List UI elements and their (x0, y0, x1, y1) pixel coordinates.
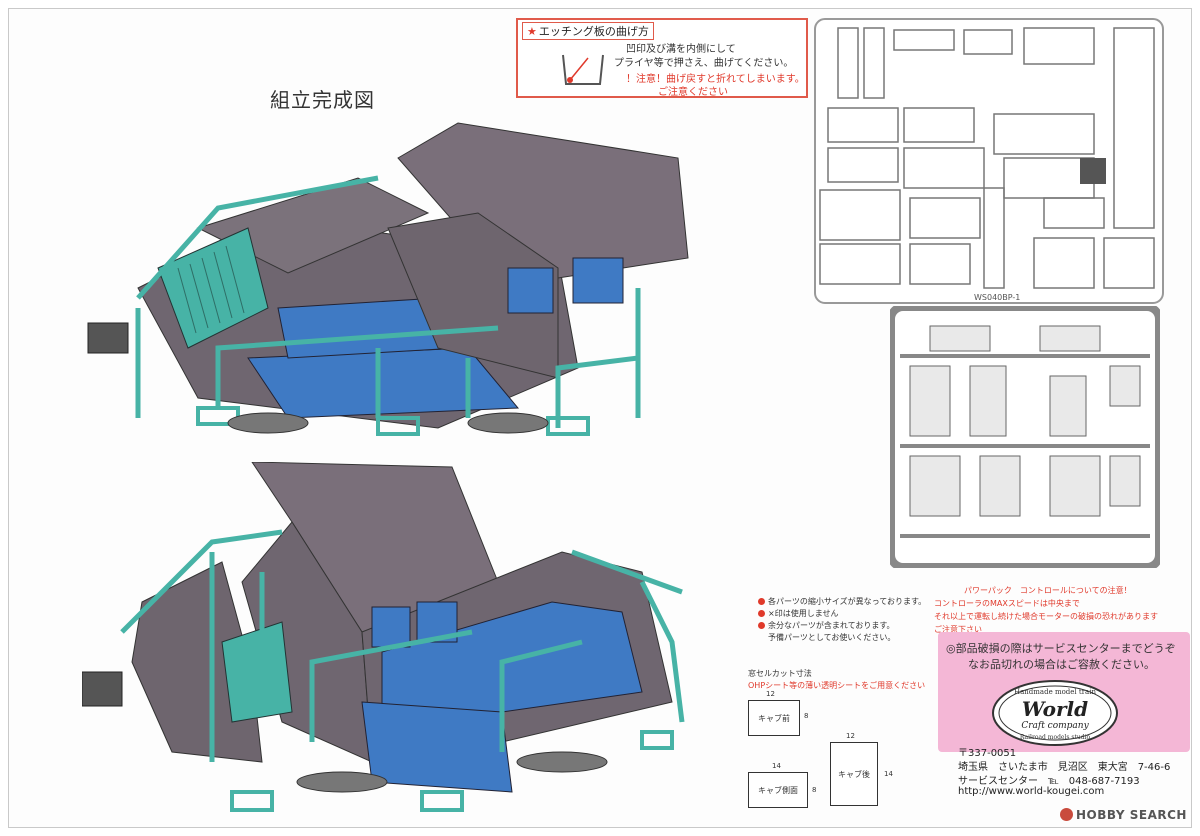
world-craft-logo: Handmade model train World Craft company… (992, 680, 1118, 746)
etched-parts-fret: WS040BP-1 (814, 18, 1164, 304)
etching-note-line2: プライヤ等で押さえ、曲げてください。 (614, 58, 794, 69)
power-pack-note: パワーパック コントロールについての注意！ コントローラのMAXスピードは中央ま… (934, 584, 1174, 636)
hobby-search-icon (1060, 808, 1073, 821)
svg-text:Craft company: Craft company (1021, 721, 1089, 731)
part-note: ×印は使用しません (758, 608, 928, 620)
service-center-phone: サービスセンター ℡ 048-687-7193 (958, 776, 1140, 787)
service-line1: ◎部品破損の際はサービスセンターまでどうぞ (946, 642, 1176, 655)
power-pack-line2: それ以上で運転し続けた場合モーターの破損の恐れがあります (934, 612, 1158, 621)
cab-rear-width: 12 (846, 732, 855, 740)
cab-front-box: キャブ前 (748, 700, 800, 736)
hobby-search-watermark: HOBBY SEARCH (1060, 808, 1187, 822)
etching-note-line1: 凹印及び溝を内側にして (626, 44, 736, 55)
cut-size-subheading: OHPシート等の薄い透明シートをご用意ください (748, 681, 926, 690)
website-url: http://www.world-kougei.com (958, 786, 1105, 797)
bend-diagram (562, 54, 604, 85)
svg-text:Railroad models studio: Railroad models studio (1020, 734, 1091, 741)
cut-size-heading: 窓セルカット寸法 (748, 669, 812, 678)
etching-note-heading: ★エッチング板の曲げ方 (522, 22, 654, 40)
star-icon: ★ (527, 25, 537, 38)
etching-bending-note: ★エッチング板の曲げ方 凹印及び溝を内側にして プライヤ等で押さえ、曲げてくださ… (516, 18, 808, 98)
address: 埼玉県 さいたま市 見沼区 東大宮 7-46-6 (958, 762, 1171, 773)
cab-front-height: 8 (804, 712, 809, 720)
cab-front-width: 12 (766, 690, 775, 698)
locomotive-assembled-view-1 (87, 122, 689, 436)
part-note: 余分なパーツが含まれております。 (758, 620, 928, 632)
cab-side-height: 8 (812, 786, 817, 794)
service-line2: なお品切れの場合はご容赦ください。 (968, 658, 1155, 671)
page-title: 組立完成図 (270, 88, 375, 112)
cab-rear-height: 14 (884, 770, 893, 778)
fret-code: WS040BP-1 (974, 293, 1020, 302)
power-pack-line1: コントローラのMAXスピードは中央まで (934, 599, 1080, 608)
part-notes: 各パーツの縮小サイズが異なっております。 ×印は使用しません 余分なパーツが含ま… (758, 596, 928, 644)
cab-side-width: 14 (772, 762, 781, 770)
locomotive-assembled-view-2 (82, 462, 685, 812)
part-note: 各パーツの縮小サイズが異なっております。 (758, 596, 928, 608)
svg-text:World: World (1022, 697, 1088, 721)
power-pack-line3: ご注意下さい (934, 625, 982, 634)
etching-note-warning: ！注意！曲げ戻すと折れてしまいます。 (626, 74, 805, 85)
etching-note-caution: ご注意ください (658, 87, 728, 98)
power-pack-title: パワーパック コントロールについての注意！ (964, 586, 1132, 595)
cab-side-box: キャブ側面 (748, 772, 808, 808)
cab-rear-box: キャブ後 (830, 742, 878, 806)
postal-code: 〒337-0051 (958, 748, 1017, 759)
part-note: 予備パーツとしてお使いください。 (768, 633, 896, 642)
plastic-parts-sprue (890, 306, 1160, 568)
svg-text:Handmade model train: Handmade model train (1014, 688, 1096, 696)
